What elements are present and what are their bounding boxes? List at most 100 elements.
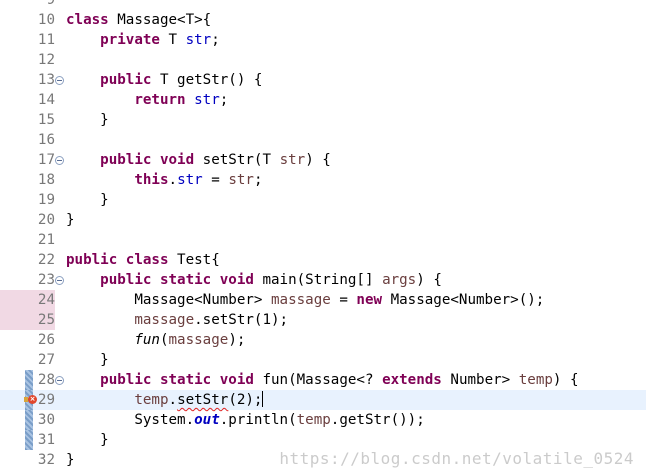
code-line[interactable]: 14 return str; bbox=[0, 90, 646, 110]
line-number: 19 bbox=[37, 192, 55, 208]
code-text: } bbox=[66, 210, 75, 230]
code-token bbox=[66, 332, 134, 348]
line-number: 22 bbox=[37, 252, 55, 268]
code-token: = bbox=[202, 172, 229, 188]
code-token bbox=[66, 152, 100, 168]
code-line[interactable]: 23 public static void main(String[] args… bbox=[0, 270, 646, 290]
line-number: 14 bbox=[37, 92, 55, 108]
code-token: ( bbox=[159, 332, 169, 348]
occurrence-marker bbox=[25, 410, 33, 430]
keyword-token: return bbox=[134, 92, 186, 108]
code-text: } bbox=[66, 190, 109, 210]
code-token bbox=[151, 272, 160, 288]
keyword-token: this bbox=[134, 172, 169, 188]
code-token: temp bbox=[296, 412, 331, 428]
keyword-token: private bbox=[100, 32, 160, 48]
line-number: 27 bbox=[37, 352, 55, 368]
line-number: 30 bbox=[37, 412, 55, 428]
code-line[interactable]: 30 System.out.println(temp.getStr()); bbox=[0, 410, 646, 430]
line-number: 10 bbox=[37, 12, 55, 28]
code-token bbox=[211, 372, 220, 388]
code-line[interactable]: 27 } bbox=[0, 350, 646, 370]
code-token: str bbox=[177, 172, 203, 188]
code-token: ; bbox=[211, 32, 220, 48]
keyword-token: public bbox=[66, 252, 118, 268]
fold-toggle-icon[interactable] bbox=[55, 76, 64, 85]
line-number: 23 bbox=[37, 272, 55, 288]
code-text: public static void fun(Massage<? extends… bbox=[66, 370, 579, 390]
keyword-token: static bbox=[159, 372, 212, 388]
code-token: } bbox=[66, 192, 109, 208]
code-line[interactable]: 17 public void setStr(T str) { bbox=[0, 150, 646, 170]
code-line[interactable]: 19 } bbox=[0, 190, 646, 210]
code-text: public class Test{ bbox=[66, 250, 220, 270]
keyword-token: public bbox=[100, 152, 152, 168]
code-token: ) { bbox=[552, 372, 579, 388]
line-number: 15 bbox=[37, 112, 55, 128]
code-token bbox=[66, 392, 134, 408]
line-number: 31 bbox=[37, 432, 55, 448]
code-line[interactable]: 10 class Massage<T>{ bbox=[0, 10, 646, 30]
code-line[interactable]: 32} bbox=[0, 450, 646, 470]
code-line[interactable]: 25 massage.setStr(1); bbox=[0, 310, 646, 330]
code-text: public T getStr() { bbox=[66, 70, 262, 90]
code-line[interactable]: 11 private T str; bbox=[0, 30, 646, 50]
code-token bbox=[117, 252, 126, 268]
code-token: ); bbox=[228, 332, 246, 348]
code-token: . bbox=[168, 392, 178, 408]
code-token: T bbox=[159, 32, 186, 48]
watermark: https://blog.csdn.net/volatile_0524 bbox=[279, 449, 634, 468]
code-token: setStr(T bbox=[194, 152, 280, 168]
code-line[interactable]: 24 Massage<Number> massage = new Massage… bbox=[0, 290, 646, 310]
line-number: 17 bbox=[37, 152, 55, 168]
line-number: 26 bbox=[37, 332, 55, 348]
keyword-token: extends bbox=[382, 372, 442, 388]
code-token: Massage<T>{ bbox=[108, 12, 212, 28]
line-number: 21 bbox=[37, 232, 55, 248]
code-token: Test{ bbox=[168, 252, 220, 268]
code-line[interactable]: 29× temp.setStr(2); bbox=[0, 390, 646, 410]
keyword-token: void bbox=[219, 272, 254, 288]
occurrence-marker bbox=[25, 370, 33, 390]
code-text: public static void main(String[] args) { bbox=[66, 270, 442, 290]
fold-toggle-icon[interactable] bbox=[55, 276, 64, 285]
code-text: private T str; bbox=[66, 30, 220, 50]
occurrence-marker bbox=[25, 430, 33, 450]
code-token: massage bbox=[134, 312, 195, 328]
code-line[interactable]: 18 this.str = str; bbox=[0, 170, 646, 190]
code-line[interactable]: 15 } bbox=[0, 110, 646, 130]
code-line[interactable]: 9 bbox=[0, 0, 646, 10]
error-icon[interactable]: × bbox=[24, 395, 37, 404]
keyword-token: new bbox=[356, 292, 383, 308]
code-text: this.str = str; bbox=[66, 170, 262, 190]
code-token bbox=[186, 92, 195, 108]
code-token: . bbox=[168, 172, 178, 188]
code-line[interactable]: 21 bbox=[0, 230, 646, 250]
keyword-token: class bbox=[125, 252, 169, 268]
code-text: } bbox=[66, 350, 109, 370]
code-line[interactable]: 20} bbox=[0, 210, 646, 230]
code-line[interactable]: 16 bbox=[0, 130, 646, 150]
line-number: 24 bbox=[0, 290, 55, 310]
code-text: class Massage<T>{ bbox=[66, 10, 211, 30]
fold-toggle-icon[interactable] bbox=[55, 376, 64, 385]
code-line[interactable]: 31 } bbox=[0, 430, 646, 450]
code-line[interactable]: 28 public static void fun(Massage<? exte… bbox=[0, 370, 646, 390]
keyword-token: void bbox=[219, 372, 254, 388]
code-line[interactable]: 22 public class Test{ bbox=[0, 250, 646, 270]
code-token: } bbox=[66, 452, 75, 468]
line-number: 25 bbox=[0, 310, 55, 330]
code-text: massage.setStr(1); bbox=[66, 310, 288, 330]
code-token: temp bbox=[134, 392, 169, 408]
code-token bbox=[211, 272, 220, 288]
code-line[interactable]: 13 public T getStr() { bbox=[0, 70, 646, 90]
code-token: main(String[] bbox=[253, 272, 383, 288]
code-token bbox=[66, 172, 134, 188]
fold-toggle-icon[interactable] bbox=[55, 156, 64, 165]
code-line[interactable]: 26 fun(massage); bbox=[0, 330, 646, 350]
code-line[interactable]: 12 bbox=[0, 50, 646, 70]
keyword-token: class bbox=[66, 12, 109, 28]
line-number: 12 bbox=[37, 52, 55, 68]
code-token bbox=[66, 72, 100, 88]
